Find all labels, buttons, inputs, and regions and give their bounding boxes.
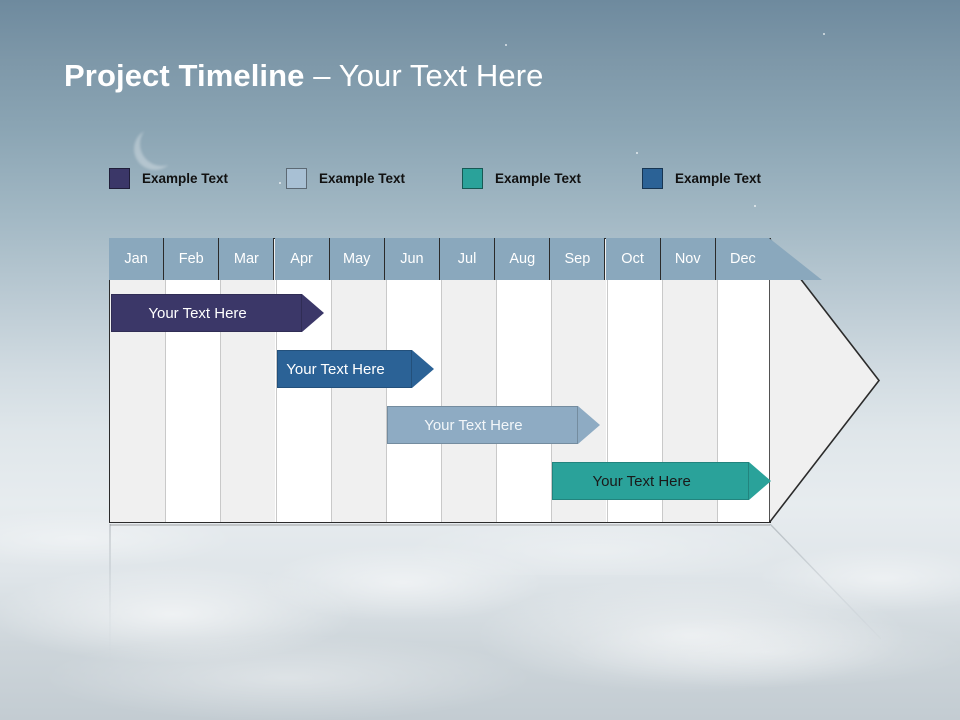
month-header-nov[interactable]: Nov (660, 238, 716, 280)
month-header-oct[interactable]: Oct (605, 238, 661, 280)
column-divider (606, 239, 608, 522)
legend: Example Text Example Text Example Text Exam… (109, 168, 869, 194)
month-column-feb (165, 239, 220, 522)
timeline-bar-body: Your Text Here (276, 350, 413, 388)
legend-item-2[interactable]: Example Text (286, 168, 405, 189)
month-header-sep[interactable]: Sep (550, 238, 606, 280)
timeline-bar-arrow-tip (577, 406, 600, 444)
timeline-bar-body: Your Text Here (552, 462, 749, 500)
legend-item-label: Example Text (319, 171, 406, 186)
star-speck (823, 33, 825, 35)
column-divider (551, 239, 553, 522)
legend-item-4[interactable]: Example Text (642, 168, 761, 189)
month-header-feb[interactable]: Feb (164, 238, 220, 280)
month-header-may[interactable]: May (329, 238, 385, 280)
month-column-aug (496, 239, 551, 522)
month-header-jul[interactable]: Jul (440, 238, 496, 280)
month-header-aug[interactable]: Aug (495, 238, 551, 280)
column-divider (496, 239, 498, 522)
timeline-bar-label: Your Text Here (148, 304, 247, 322)
page-title-light: – Your Text Here (304, 58, 544, 93)
legend-swatch-icon (642, 168, 663, 189)
month-header-mar[interactable]: Mar (219, 238, 275, 280)
month-column-dec (716, 239, 772, 522)
column-divider (165, 239, 167, 522)
page-title: Project Timeline – Your Text Here (64, 58, 543, 94)
timeline-bar-1[interactable]: Your Text Here (111, 294, 325, 332)
star-speck (505, 44, 507, 46)
legend-item-label: Example Text (495, 171, 582, 186)
timeline-bar-label: Your Text Here (286, 360, 385, 378)
column-divider (661, 239, 663, 522)
timeline-bar-arrow-tip (412, 350, 435, 388)
month-header-jan[interactable]: Jan (109, 238, 165, 280)
legend-item-3[interactable]: Example Text (462, 168, 581, 189)
legend-swatch-icon (109, 168, 130, 189)
column-divider (275, 239, 277, 522)
month-column-oct (606, 239, 662, 522)
month-header-apr[interactable]: Apr (274, 238, 330, 280)
timeline-bar-arrow-tip (302, 294, 325, 332)
legend-swatch-icon (462, 168, 483, 189)
timeline-arrowhead (769, 238, 881, 523)
legend-item-label: Example Text (675, 171, 762, 186)
month-header-jun[interactable]: Jun (384, 238, 440, 280)
star-speck (754, 205, 756, 207)
month-column-jan (110, 239, 166, 522)
column-divider (220, 239, 222, 522)
crescent-moon-icon (140, 122, 184, 166)
cloud-layer-lower (0, 600, 960, 720)
timeline-bar-body: Your Text Here (111, 294, 303, 332)
month-column-mar (220, 239, 276, 522)
page-title-strong: Project Timeline (64, 58, 305, 93)
timeline-bar-label: Your Text Here (424, 416, 523, 434)
legend-item-label: Example Text (142, 171, 229, 186)
timeline-bar-label: Your Text Here (592, 472, 691, 490)
timeline-bar-3[interactable]: Your Text Here (386, 406, 600, 444)
timeline-bar-arrow-tip (748, 462, 771, 500)
shape-reflection (109, 524, 881, 694)
month-column-jul (441, 239, 497, 522)
timeline-bar-4[interactable]: Your Text Here (552, 462, 771, 500)
month-header-dec[interactable]: Dec (715, 238, 771, 280)
column-divider (716, 239, 718, 522)
column-divider (441, 239, 442, 522)
timeline-bar-2[interactable]: Your Text Here (276, 350, 435, 388)
month-column-apr (275, 239, 331, 522)
star-speck (636, 152, 638, 154)
cloud-layer-mid (0, 520, 960, 720)
timeline-bar-body: Your Text Here (386, 406, 578, 444)
legend-swatch-icon (286, 168, 307, 189)
legend-item-1[interactable]: Example Text (109, 168, 228, 189)
